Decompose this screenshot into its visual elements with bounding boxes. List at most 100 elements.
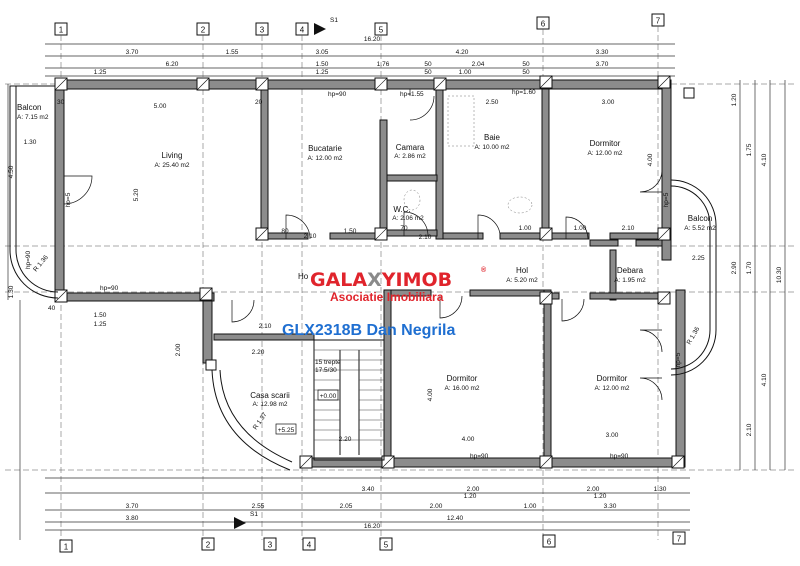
dim: 15 trepte [315,359,341,366]
stair-curved-wall [211,339,385,471]
balcony-right [670,185,711,370]
dim: 3.70 [596,61,609,68]
dim: 2.10 [304,233,317,240]
section-arrow-icon [234,517,246,529]
room-area: A: 2.86 m2 [394,153,426,160]
room-name: Casa scarii [250,391,290,400]
dim: 1.30 [24,139,37,146]
dim: 1.50 [94,312,107,319]
dim: hp=90 [100,285,119,292]
dim: hp=5 [65,192,72,207]
dim: 1.20 [731,93,738,106]
dim: 3.70 [126,503,139,510]
dim: 6.20 [166,61,179,68]
balconies [9,85,717,376]
dim: 40 [48,305,56,312]
level-label: +0.00 [320,393,337,400]
room-name: Baie [484,133,501,142]
dim: 12.40 [447,515,464,522]
axis-label: 4 [307,541,312,550]
room-name: Balcon [17,103,41,112]
dim: 2.25 [692,255,705,262]
dim: 1.55 [226,49,239,56]
dim: 10.30 [776,266,783,283]
dim: 4.00 [647,153,654,166]
room-area: A: 12.00 m2 [587,150,622,157]
brand-post: YIMOB [381,269,452,291]
dim: 4.10 [761,373,768,386]
watermark-brand: GALAXYIMOB [310,269,452,291]
room-name: Hol [516,266,528,275]
watermark: GALAXYIMOB ® Asociatie Imobiliara GLX231… [282,266,487,339]
dim: 1.70 [746,261,753,274]
level-label: +5.25 [278,427,295,434]
dim: 1.30 [654,486,667,493]
dim: 2.04 [472,61,485,68]
dim: 1.50 [316,61,329,68]
room-area: A: 25.40 m2 [154,162,189,169]
level-box [275,423,297,435]
axis-label: 3 [260,26,265,35]
dim: 3.00 [606,432,619,439]
dim: 2.10 [746,423,753,436]
dim: hp=90 [328,91,347,98]
axis-label: 2 [201,26,206,35]
dim: hp=90 [610,453,629,460]
room-name: Balcon [688,214,712,223]
level-box [317,389,339,401]
room-name: Dormitor [597,374,628,383]
dim: 5.20 [133,188,140,201]
dim: 4.00 [462,436,475,443]
dim: 1.00 [524,503,537,510]
room-name: W.C. [393,205,410,214]
registered-mark: ® [481,266,487,274]
dim: 2.90 [731,261,738,274]
section-label-bottom: S1 [250,511,258,518]
dim: 2.50 [486,99,499,106]
balcony-left [9,85,59,299]
dim: 4.10 [761,153,768,166]
dim: 50 [424,69,432,76]
dimensions-left [7,84,21,540]
dim-total-top: 16.20 [364,36,381,43]
dimension-texts-left: 4.50 1.30 1.30 [8,139,37,298]
dim: 2.00 [467,486,480,493]
dimensions-top [45,43,675,77]
dim: R 1.36 [32,254,50,273]
doors [63,89,663,401]
brand-x: X [367,269,382,291]
dimension-texts-top: 16.20 3.70 1.55 3.05 4.20 3.30 6.20 1.50… [94,36,609,76]
axis-label: 3 [268,541,273,550]
room-area: A: 12.98 m2 [252,401,287,408]
dim: 1.50 [344,228,357,235]
dim: 1.00 [459,69,472,76]
room-name: Bucatarie [308,144,342,153]
dim: 4.50 [8,165,15,178]
room-area: A: 1.95 m2 [614,277,646,284]
dim: R 1.36 [686,326,702,346]
axis-label: 5 [384,541,389,550]
room-name: Dormitor [447,374,478,383]
dim: 70 [400,225,408,232]
room-area: A: 7.15 m2 [17,114,49,121]
dimension-texts-bottom: 3.40 2.00 2.00 1.30 1.20 1.20 3.70 2.55 … [126,486,667,530]
dim: 1.30 [8,285,15,298]
dim: 2.20 [252,349,265,356]
room-labels: Balcon A: 7.15 m2 Living A: 25.40 m2 Buc… [17,103,716,408]
axis-label: 7 [677,535,682,544]
room-name: Living [162,151,183,160]
dim-total-bottom: 16.20 [364,523,381,530]
room-name: Camara [396,143,425,152]
dim: 2.00 [430,503,443,510]
room-name: Ho [298,272,309,281]
axis-label: 6 [541,20,546,29]
dim: 30 [57,99,65,106]
dim: 2.00 [587,486,600,493]
room-area: A: 5.20 m2 [506,277,538,284]
dim: 3.05 [316,49,329,56]
dim: 80 [281,228,289,235]
room-name: Dormitor [590,139,621,148]
dim: hp=1.60 [512,89,536,96]
dim: 1.20 [594,493,607,500]
